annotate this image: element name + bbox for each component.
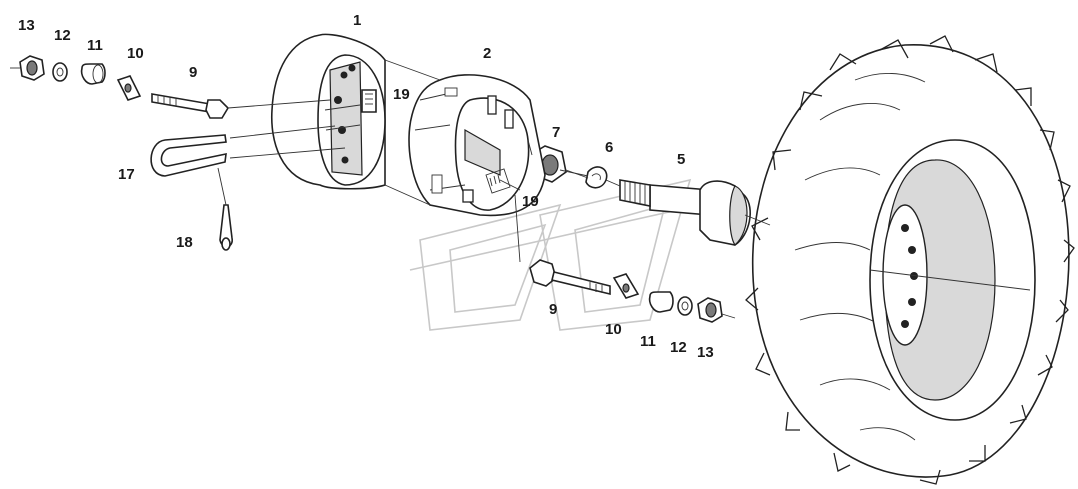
part-10-plate-lower — [612, 273, 640, 299]
part-11-spacer-lower — [648, 291, 674, 313]
part-1-outer-weight — [270, 33, 386, 190]
callout-12-left: 12 — [54, 27, 71, 44]
part-12-washer-lower — [677, 296, 693, 316]
tractor-tyre — [745, 35, 1075, 485]
callout-11-left: 11 — [87, 37, 103, 54]
part-13-nut-lower — [697, 297, 736, 323]
part-19-insert-lower — [499, 179, 521, 191]
part-19-insert-upper — [361, 89, 377, 113]
part-12-washer-left — [52, 62, 68, 82]
callout-labels: 1 2 19 19 7 6 5 13 12 11 10 9 17 18 9 10… — [18, 12, 714, 361]
callout-1: 1 — [353, 12, 361, 29]
callout-12-lower: 12 — [670, 339, 687, 356]
callout-6: 6 — [605, 139, 613, 156]
callout-18: 18 — [176, 234, 193, 251]
part-13-nut-left — [10, 55, 45, 81]
callout-10-left: 10 — [127, 45, 144, 62]
callout-9-lower: 9 — [549, 301, 557, 318]
callout-9-left: 9 — [189, 64, 197, 81]
callout-19-upper: 19 — [393, 86, 410, 103]
part-18-split-pin — [217, 167, 233, 251]
callout-2: 2 — [483, 45, 491, 62]
callout-7: 7 — [552, 124, 560, 141]
callout-11-lower: 11 — [640, 333, 656, 350]
callout-13-lower: 13 — [697, 344, 714, 361]
callout-13-left: 13 — [18, 17, 35, 34]
part-11-spacer-left — [80, 63, 106, 85]
callout-5: 5 — [677, 151, 685, 168]
part-6-clip — [585, 166, 621, 189]
part-9-bolt-left — [151, 93, 331, 119]
callout-19-lower: 19 — [522, 193, 539, 210]
part-9-bolt-lower — [514, 194, 611, 296]
part-17-u-clip — [150, 125, 346, 177]
assembly-lines — [384, 59, 589, 206]
part-5-hub-shaft — [619, 179, 771, 246]
callout-17: 17 — [118, 166, 135, 183]
part-2-inner-weight — [408, 74, 546, 217]
part-10-plate-left — [116, 75, 142, 101]
callout-10-lower: 10 — [605, 321, 622, 338]
